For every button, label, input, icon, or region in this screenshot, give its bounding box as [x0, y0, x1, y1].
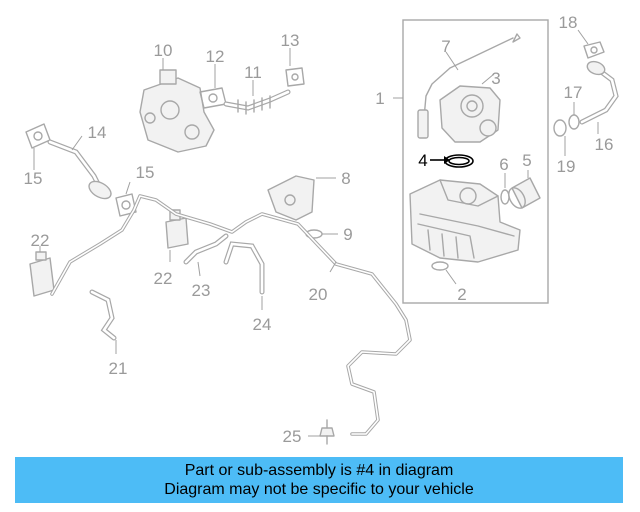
callout-1: 1	[375, 89, 384, 108]
part-17-clamp	[568, 102, 580, 130]
callout-18: 18	[559, 13, 578, 32]
callout-7: 7	[441, 37, 450, 56]
callout-3: 3	[491, 69, 500, 88]
part-12-gasket	[199, 64, 227, 109]
callout-2: 2	[457, 285, 466, 304]
part-4-gasket	[430, 154, 474, 168]
callout-19: 19	[557, 157, 576, 176]
part-2-gasket	[431, 261, 457, 285]
part-21-hose	[89, 289, 117, 354]
info-banner: Part or sub-assembly is #4 in diagram Di…	[15, 457, 623, 503]
callout-12: 12	[206, 47, 225, 66]
part-22-solenoid-left	[29, 246, 55, 297]
part-24-hose	[223, 241, 265, 310]
part-13-gasket	[285, 48, 305, 87]
part-16-hose	[579, 60, 619, 134]
callout-15-left: 15	[24, 169, 43, 188]
callout-15-right: 15	[136, 163, 155, 182]
callout-22-right: 22	[154, 269, 173, 288]
part-25-fastener	[308, 419, 335, 445]
part-19-gasket	[553, 119, 567, 156]
callout-22-left: 22	[31, 231, 50, 250]
part-18-gasket	[577, 29, 605, 59]
parts-diagram: 1 2 3 4 5 6 7 8 9 10 11 12 13 14 15 15 1…	[24, 13, 619, 446]
callout-4-highlighted: 4	[418, 151, 427, 170]
callout-14: 14	[88, 123, 107, 142]
callout-17: 17	[564, 83, 583, 102]
callout-5: 5	[522, 151, 531, 170]
part-11-pipe	[223, 80, 291, 115]
callout-20: 20	[309, 285, 328, 304]
part-23-hose	[183, 233, 229, 277]
part-10-egr-valve	[139, 58, 215, 153]
part-8-bracket	[267, 175, 336, 221]
part-6-oring	[500, 173, 510, 205]
part-14-pipe	[47, 135, 112, 200]
part-7-sensor-rod	[417, 33, 521, 139]
part-15-gasket-left	[25, 123, 51, 170]
cooler-body	[409, 179, 521, 263]
callout-23: 23	[192, 281, 211, 300]
banner-line-1: Part or sub-assembly is #4 in diagram	[184, 462, 454, 479]
callout-9: 9	[343, 225, 352, 244]
callout-21: 21	[109, 359, 128, 378]
callout-24: 24	[253, 315, 272, 334]
part-5-connector	[508, 170, 541, 209]
assembly-box	[402, 19, 549, 304]
part-3-valve	[439, 73, 501, 143]
callout-16: 16	[595, 135, 614, 154]
part-15-gasket-right	[115, 181, 137, 217]
callout-8: 8	[341, 169, 350, 188]
callout-10: 10	[154, 41, 173, 60]
callout-25: 25	[283, 427, 302, 446]
callout-13: 13	[281, 31, 300, 50]
callout-6: 6	[499, 155, 508, 174]
callout-11: 11	[244, 63, 262, 82]
part-20-pipe	[50, 194, 412, 436]
banner-line-2: Diagram may not be specific to your vehi…	[164, 481, 474, 498]
